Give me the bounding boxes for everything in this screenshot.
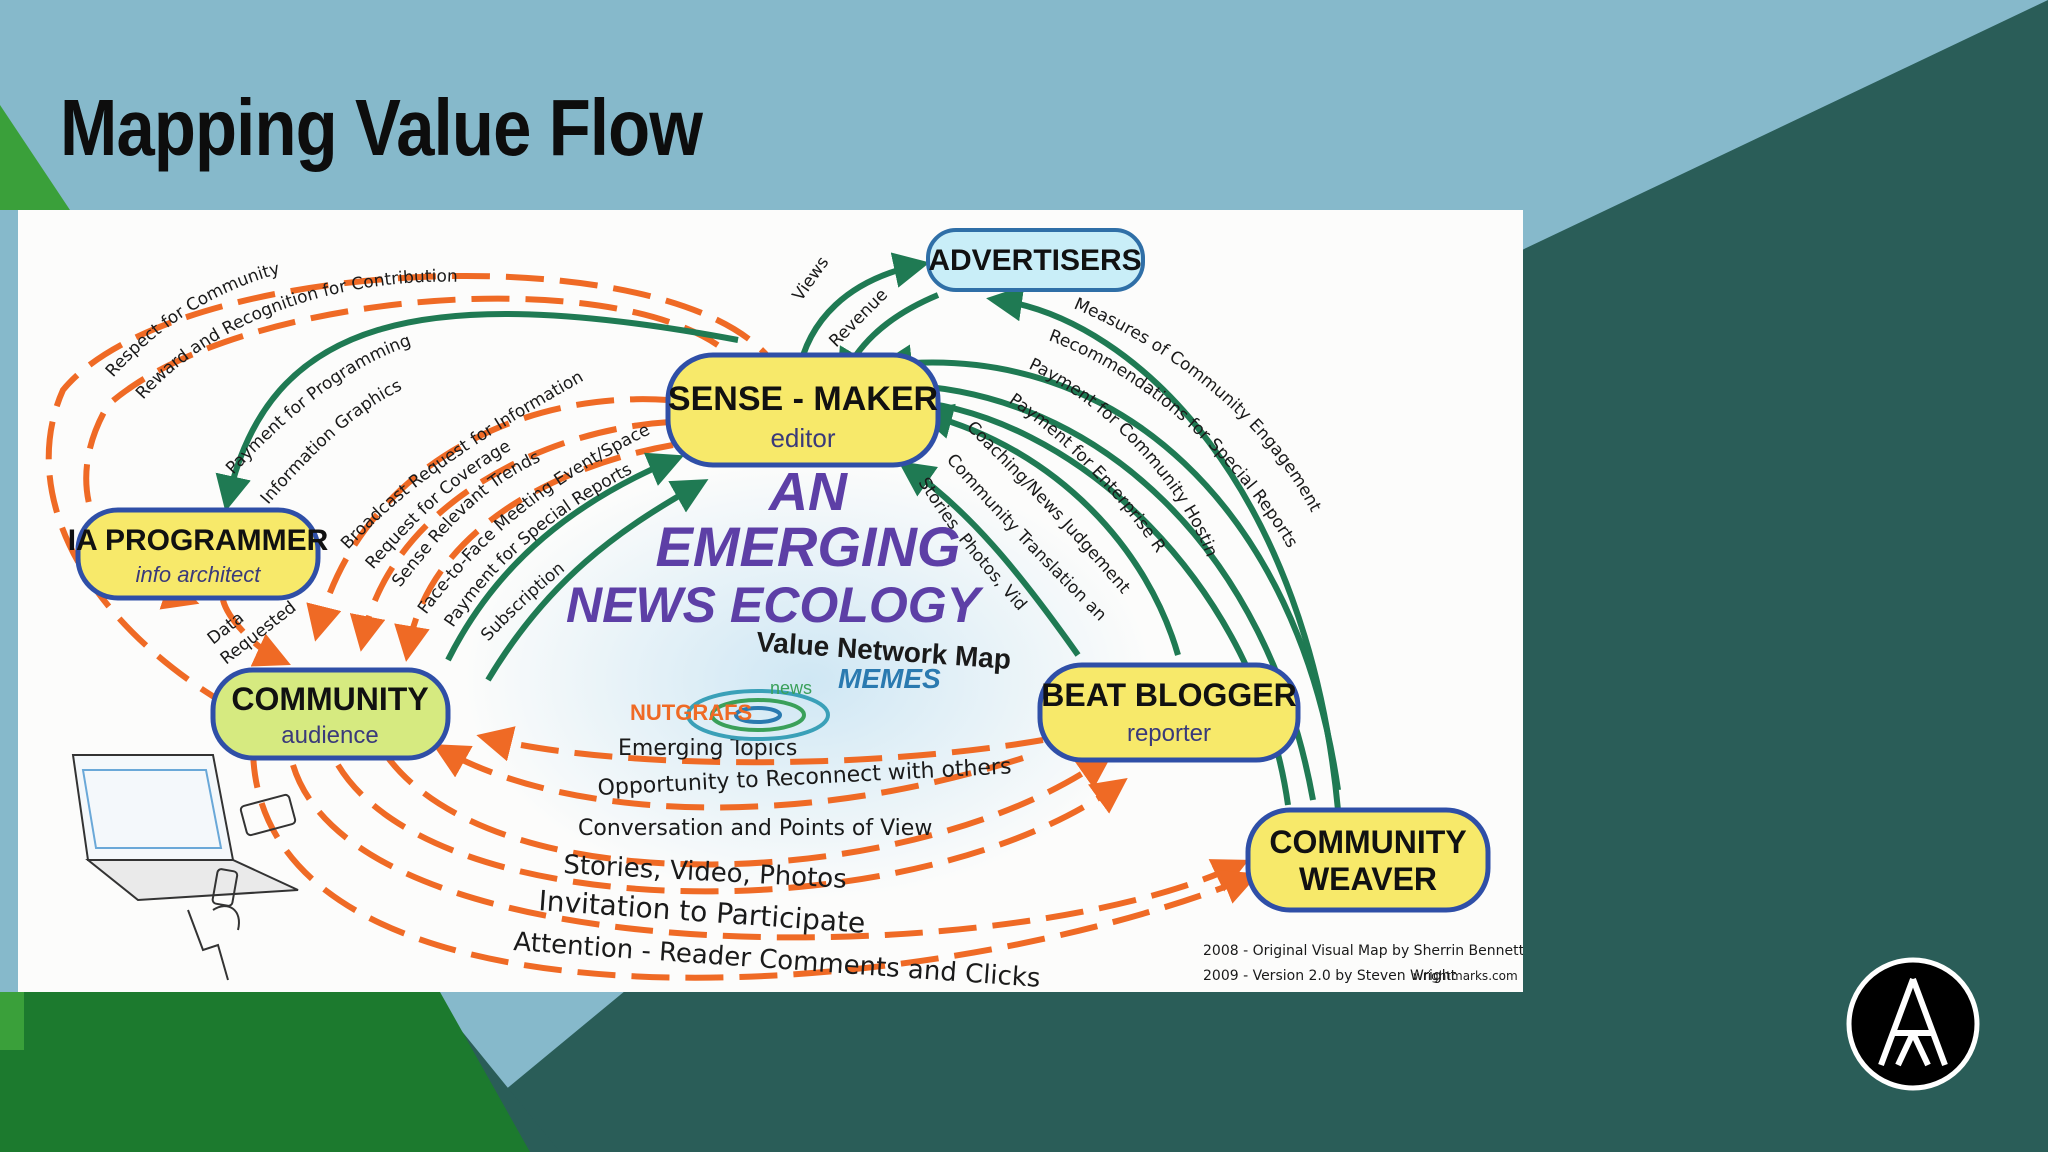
node-advertisers-title: ADVERTISERS <box>928 244 1141 277</box>
memes-swirl: NUTGRAFS news MEMES <box>630 663 941 741</box>
node-community-title: COMMUNITY <box>231 681 428 717</box>
svg-text:NEWS ECOLOGY: NEWS ECOLOGY <box>566 577 985 633</box>
credits: 2008 - Original Visual Map by Sherrin Be… <box>1203 943 1523 984</box>
green-flows <box>215 252 1341 811</box>
flow-label-conversation: Conversation and Points of View <box>578 816 932 841</box>
credit-url: wrightmarks.com <box>1413 969 1518 983</box>
svg-text:EMERGING: EMERGING <box>656 515 961 578</box>
node-community-weaver: COMMUNITY WEAVER <box>1245 807 1491 913</box>
svg-text:AN: AN <box>767 462 848 522</box>
value-network-diagram: Respect for Community Reward and Recogni… <box>18 210 1523 992</box>
node-beat-blogger-role: reporter <box>1127 720 1211 747</box>
credit-version: 2009 - Version 2.0 by Steven Wright <box>1203 968 1457 984</box>
laptop-sketch-icon <box>71 754 299 981</box>
main-title: AN EMERGING NEWS ECOLOGY <box>566 462 985 633</box>
node-community-weaver-title2: WEAVER <box>1299 861 1437 897</box>
flow-label-reward: Reward and Recognition for Contribution <box>132 267 458 404</box>
credit-original: 2008 - Original Visual Map by Sherrin Be… <box>1203 943 1523 959</box>
flow-label-revenue: Revenue <box>825 285 892 352</box>
node-ia-programmer-title: IA PROGRAMMER <box>68 524 329 557</box>
node-advertisers: ADVERTISERS <box>926 228 1145 292</box>
node-ia-programmer-role: info architect <box>136 562 262 587</box>
node-sense-maker: SENSE - MAKER editor <box>665 352 941 468</box>
node-ia-programmer: IA PROGRAMMER info architect <box>68 507 329 601</box>
svg-text:news: news <box>770 678 812 698</box>
svg-text:NUTGRAFS: NUTGRAFS <box>630 700 752 725</box>
node-beat-blogger: BEAT BLOGGER reporter <box>1037 662 1301 763</box>
orange-flows-bottom <box>250 726 1260 981</box>
node-sense-maker-role: editor <box>770 423 835 453</box>
node-beat-blogger-title: BEAT BLOGGER <box>1041 677 1296 713</box>
node-sense-maker-title: SENSE - MAKER <box>668 380 938 418</box>
logo-icon <box>1846 957 1980 1091</box>
node-community: COMMUNITY audience <box>210 667 451 761</box>
slide-title: Mapping Value Flow <box>60 83 703 172</box>
svg-text:MEMES: MEMES <box>838 663 941 694</box>
node-community-role: audience <box>281 722 378 749</box>
node-community-weaver-title: COMMUNITY <box>1269 824 1466 860</box>
flow-label-views: Views <box>789 253 834 305</box>
